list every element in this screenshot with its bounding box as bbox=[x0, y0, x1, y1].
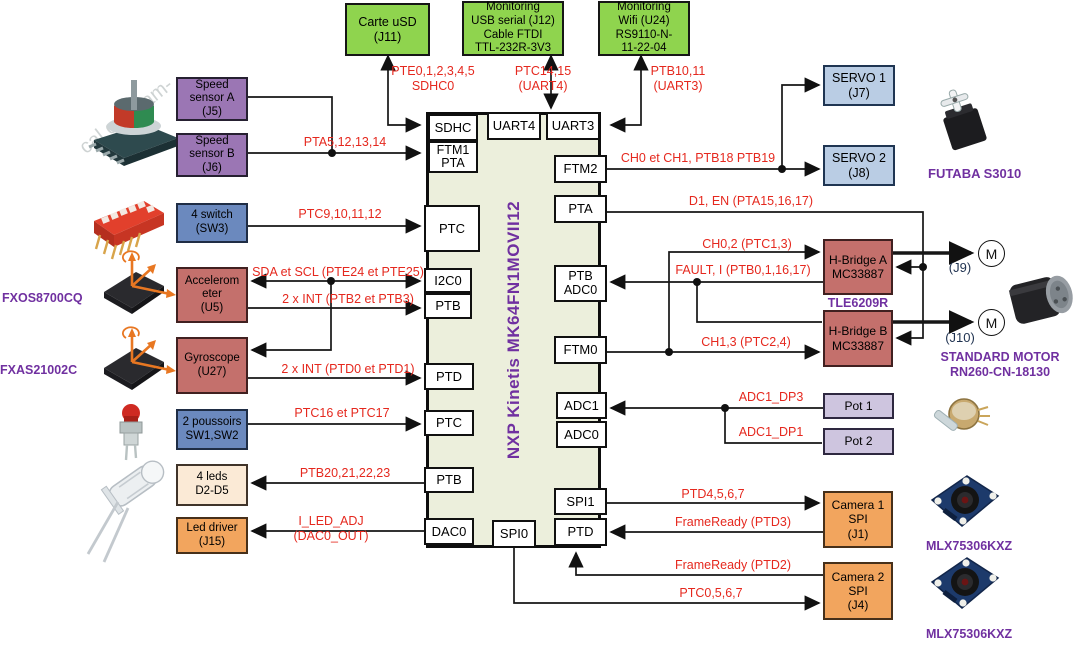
servo1-box: SERVO 1 (J7) bbox=[823, 65, 895, 106]
fxos8700cq-label: FXOS8700CQ bbox=[2, 291, 83, 305]
accelerometer-photo bbox=[104, 250, 176, 314]
standard-motor-label: STANDARD MOTOR RN260-CN-18130 bbox=[940, 350, 1060, 379]
led-photo bbox=[86, 460, 165, 563]
camera1-box: Camera 1 SPI (J1) bbox=[823, 491, 893, 548]
tle6209r-label: TLE6209R bbox=[827, 296, 889, 310]
motor-symbol-j10: M bbox=[978, 309, 1005, 336]
speed-sensor-b-box: Speed sensor B (J6) bbox=[176, 133, 248, 177]
leds-box: 4 leds D2-D5 bbox=[176, 464, 248, 506]
signal-uart4: PTC14,15 (UART4) bbox=[514, 64, 572, 94]
servo2-box: SERVO 2 (J8) bbox=[823, 145, 895, 186]
speed-sensor-photo bbox=[88, 80, 178, 166]
pin-adc1: ADC1 bbox=[556, 392, 607, 419]
pot1-box: Pot 1 bbox=[823, 393, 894, 419]
signal-led-adj: I_LED_ADJ (DAC0_OUT) bbox=[293, 514, 369, 544]
motor-symbol-j9: M bbox=[978, 240, 1005, 267]
pin-ptd-right: PTD bbox=[554, 518, 607, 546]
camera2-photo bbox=[930, 557, 1000, 609]
gyroscope-photo bbox=[104, 326, 176, 390]
j10-label: (J10) bbox=[945, 330, 975, 345]
switches-box: 4 switch (SW3) bbox=[176, 203, 248, 243]
camera2-box: Camera 2 SPI (J4) bbox=[823, 562, 893, 620]
signal-spi1: PTD4,5,6,7 bbox=[681, 487, 745, 501]
pin-pta-right: PTA bbox=[554, 195, 607, 223]
pin-ftm2: FTM2 bbox=[554, 155, 607, 183]
signal-i2c: SDA et SCL (PTE24 et PTE25) bbox=[252, 265, 424, 279]
servo-photo bbox=[940, 89, 987, 151]
camera1-photo bbox=[930, 475, 1000, 527]
usb-serial-box: Monitoring USB serial (J12) Cable FTDI T… bbox=[462, 1, 564, 56]
signal-servos: CH0 et CH1, PTB18 PTB19 bbox=[620, 151, 776, 165]
speed-sensor-a-box: Speed sensor A (J5) bbox=[176, 77, 248, 121]
signal-accel-int: 2 x INT (PTB2 et PTB3) bbox=[282, 292, 414, 306]
pin-ptb-left1: PTB bbox=[424, 293, 472, 319]
pin-dac0: DAC0 bbox=[424, 518, 474, 545]
signal-switches: PTC9,10,11,12 bbox=[298, 207, 382, 221]
pin-spi1: SPI1 bbox=[554, 488, 607, 515]
pin-ptc-left1: PTC bbox=[424, 205, 480, 252]
pot2-box: Pot 2 bbox=[823, 428, 894, 455]
pin-uart3: UART3 bbox=[546, 112, 600, 140]
signal-buttons: PTC16 et PTC17 bbox=[294, 406, 390, 420]
pin-ptd-left: PTD bbox=[424, 363, 474, 390]
potentiometer-photo bbox=[933, 398, 990, 431]
dc-motor-photo bbox=[1008, 275, 1073, 324]
hbridge-b-box: H-Bridge B MC33887 bbox=[823, 310, 893, 367]
signal-fault: FAULT, I (PTB0,1,16,17) bbox=[675, 263, 811, 277]
push-button-photo bbox=[119, 404, 143, 461]
accelerometer-box: Accelerom eter (U5) bbox=[176, 267, 248, 323]
gyroscope-box: Gyroscope (U27) bbox=[176, 337, 248, 394]
pin-ftm0: FTM0 bbox=[554, 336, 607, 364]
signal-spi0: PTC0,5,6,7 bbox=[679, 586, 743, 600]
signal-adc1-dp1: ADC1_DP1 bbox=[738, 425, 804, 439]
j9-label: (J9) bbox=[948, 260, 972, 275]
pin-sdhc: SDHC bbox=[428, 114, 478, 141]
sd-card-box: Carte uSD (J11) bbox=[345, 3, 430, 56]
signal-ch02: CH0,2 (PTC1,3) bbox=[702, 237, 792, 251]
hbridge-a-box: H-Bridge A MC33887 bbox=[823, 239, 893, 295]
signal-d1-en: D1, EN (PTA15,16,17) bbox=[688, 194, 814, 208]
pin-spi0: SPI0 bbox=[492, 520, 536, 548]
signal-frameready2: FrameReady (PTD2) bbox=[675, 558, 791, 572]
signal-frameready3: FrameReady (PTD3) bbox=[675, 515, 791, 529]
push-buttons-box: 2 poussoirs SW1,SW2 bbox=[176, 409, 248, 450]
pin-ptc-left2: PTC bbox=[424, 410, 474, 436]
pin-i2c0: I2C0 bbox=[424, 268, 472, 293]
signal-gyro-int: 2 x INT (PTD0 et PTD1) bbox=[281, 362, 415, 376]
signal-ch13: CH1,3 (PTC2,4) bbox=[701, 335, 791, 349]
signal-sdhc: PTE0,1,2,3,4,5 SDHC0 bbox=[391, 64, 475, 94]
led-driver-box: Led driver (J15) bbox=[176, 517, 248, 554]
signal-leds: PTB20,21,22,23 bbox=[299, 466, 391, 480]
pin-adc0: ADC0 bbox=[556, 421, 607, 448]
dip-switch-photo bbox=[94, 200, 164, 260]
futaba-label: FUTABA S3010 bbox=[928, 166, 1022, 181]
mlx75306kxz-label-top: MLX75306KXZ bbox=[926, 539, 1013, 553]
mcu-name: NXP Kinetis MK64FN1MOVII12 bbox=[504, 200, 523, 460]
signal-speed: PTA5,12,13,14 bbox=[303, 135, 387, 149]
wifi-box: Monitoring Wifi (U24) RS9110-N- 11-22-04 bbox=[598, 1, 690, 56]
pin-ptb-left2: PTB bbox=[424, 467, 474, 493]
fxas21002c-label: FXAS21002C bbox=[0, 363, 78, 377]
mlx75306kxz-label-bottom: MLX75306KXZ bbox=[926, 627, 1013, 641]
signal-uart3: PTB10,11 (UART3) bbox=[650, 64, 706, 94]
pin-ptb-adc0: PTB ADC0 bbox=[554, 265, 607, 302]
pin-uart4: UART4 bbox=[487, 112, 541, 140]
signal-adc1-dp3: ADC1_DP3 bbox=[738, 390, 804, 404]
pin-ftm1-pta: FTM1 PTA bbox=[428, 141, 478, 173]
